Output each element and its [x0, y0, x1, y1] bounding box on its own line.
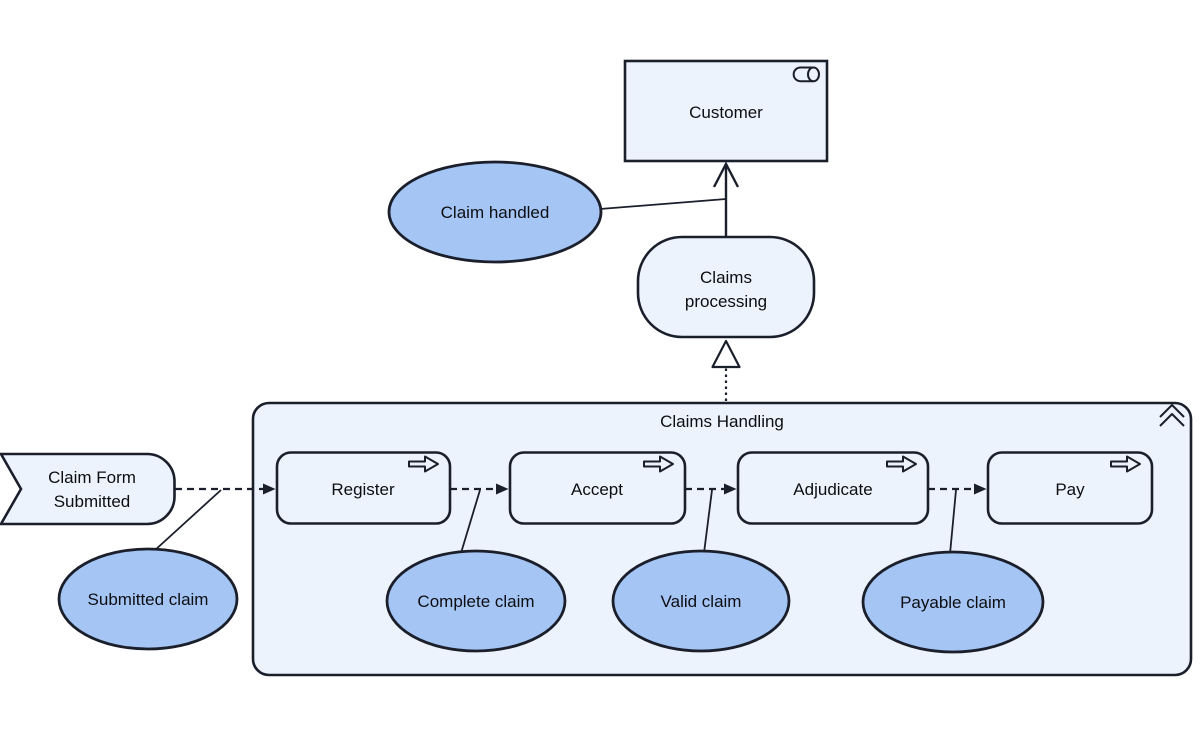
edge-association-complete-claim: [460, 489, 481, 554]
valid-claim-ellipse: [611, 549, 791, 653]
pay-box: [986, 451, 1154, 525]
complete-claim-ellipse: [385, 549, 567, 653]
payable-claim-ellipse: [861, 550, 1045, 654]
claim-handled-ellipse: [387, 160, 603, 264]
event-flag-shape: [0, 452, 176, 526]
double-chevron-up-icon: [1159, 404, 1185, 427]
register-box: [275, 451, 452, 525]
edge-flow-event-register: [175, 483, 276, 495]
customer-box: [623, 59, 829, 163]
submitted-claim-ellipse: [57, 547, 239, 651]
node-claim-handled: Claim handled: [387, 160, 603, 264]
register-label: Register: [331, 480, 395, 499]
submitted-claim-label: Submitted claim: [88, 590, 209, 609]
adjudicate-label: Adjudicate: [793, 480, 872, 499]
claims-processing-label-line1: Claims: [700, 268, 752, 287]
valid-claim-label: Valid claim: [661, 592, 742, 611]
customer-label: Customer: [689, 103, 763, 122]
claim-handled-label: Claim handled: [441, 203, 550, 222]
claims-processing-shape: [636, 235, 816, 339]
node-customer: Customer: [623, 59, 829, 163]
node-claims-processing: Claims processing: [636, 235, 816, 339]
node-payable-claim: Payable claim: [861, 550, 1045, 654]
process-arrow-icon: [1110, 455, 1141, 473]
edge-association-claim-handled: [599, 198, 727, 210]
node-accept: Accept: [508, 451, 687, 525]
hollow-triangle-arrowhead: [711, 339, 741, 369]
node-pay: Pay: [986, 451, 1154, 525]
accept-box: [508, 451, 687, 525]
adjudicate-box: [736, 451, 930, 525]
claims-handling-label: Claims Handling: [660, 412, 784, 431]
complete-claim-label: Complete claim: [417, 592, 534, 611]
node-submitted-claim: Submitted claim: [57, 547, 239, 651]
claims-processing-label-line2: processing: [685, 292, 767, 311]
edge-association-submitted-claim: [153, 489, 222, 552]
node-claim-form-submitted: Claim Form Submitted: [0, 452, 176, 526]
process-arrow-icon: [886, 455, 917, 473]
claim-form-submitted-label-line1: Claim Form: [48, 468, 136, 487]
edge-association-payable-claim: [949, 489, 957, 555]
node-complete-claim: Complete claim: [385, 549, 567, 653]
edge-association-valid-claim: [703, 489, 713, 554]
edge-flow-accept-adjudicate: [685, 483, 737, 495]
edge-flow-register-accept: [450, 483, 509, 495]
node-adjudicate: Adjudicate: [736, 451, 930, 525]
node-valid-claim: Valid claim: [611, 549, 791, 653]
edge-realization: [711, 339, 741, 401]
open-arrowhead: [712, 161, 740, 188]
edge-serving: [712, 161, 740, 237]
process-arrow-icon: [643, 455, 674, 473]
accept-label: Accept: [571, 480, 623, 499]
claim-form-submitted-label-line2: Submitted: [54, 492, 131, 511]
edge-flow-adjudicate-pay: [928, 483, 987, 495]
payable-claim-label: Payable claim: [900, 593, 1006, 612]
pay-label: Pay: [1055, 480, 1085, 499]
node-register: Register: [275, 451, 452, 525]
process-arrow-icon: [408, 455, 439, 473]
role-cylinder-icon: [792, 66, 820, 83]
